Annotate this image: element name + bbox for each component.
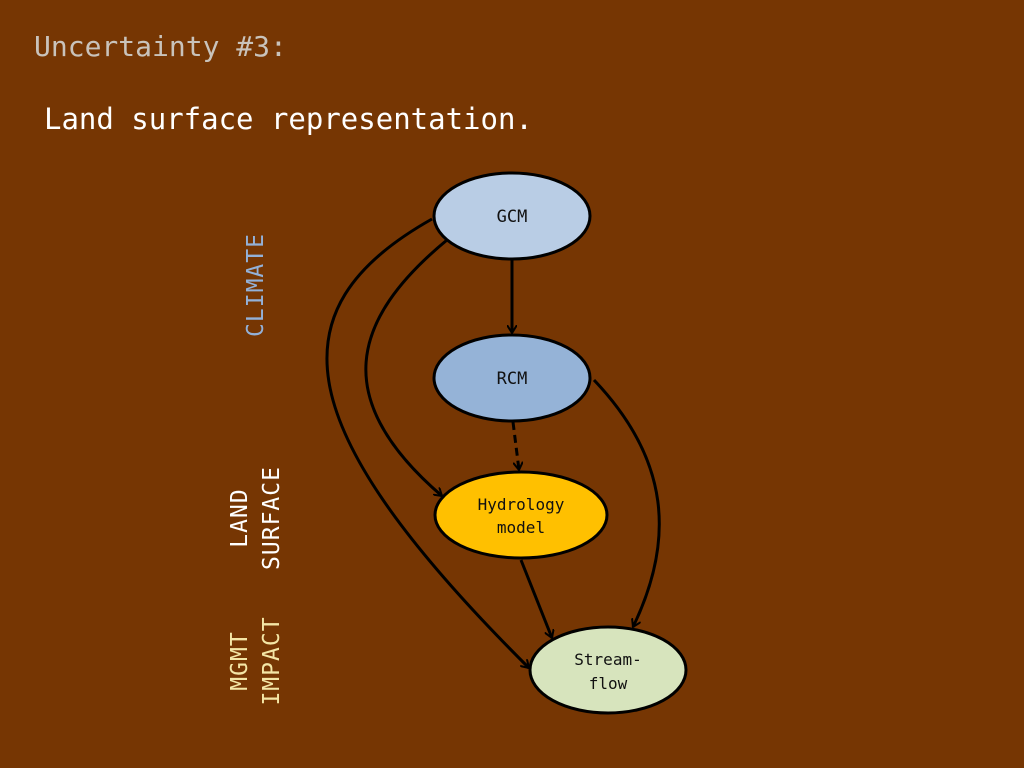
streamflow-node: Stream- flow xyxy=(528,625,688,715)
hydrology-ellipse xyxy=(433,470,609,560)
hydrology-label-line2: model xyxy=(497,518,545,537)
streamflow-label-line1: Stream- xyxy=(574,650,641,669)
rcm-label: RCM xyxy=(497,369,528,389)
arrow-hydrology-to-streamflow xyxy=(519,559,552,638)
arrow-gcm-to-streamflow xyxy=(325,217,529,668)
arrow-rcm-to-streamflow xyxy=(592,378,661,627)
slide-subtitle: Land surface representation. xyxy=(44,102,533,136)
rcm-node: RCM xyxy=(432,333,592,423)
streamflow-label-line2: flow xyxy=(589,674,628,693)
gcm-label: GCM xyxy=(497,207,528,227)
arrow-gcm-to-hydrology xyxy=(364,238,448,496)
gcm-node: GCM xyxy=(432,171,592,261)
hydrology-label-line1: Hydrology xyxy=(478,495,565,514)
rcm-ellipse xyxy=(432,333,592,423)
gcm-ellipse xyxy=(432,171,592,261)
streamflow-ellipse xyxy=(528,625,688,715)
arrow-rcm-to-hydrology xyxy=(511,421,519,470)
hydrology-node: Hydrology model xyxy=(433,470,609,560)
slide-title: Uncertainty #3: xyxy=(34,30,287,63)
